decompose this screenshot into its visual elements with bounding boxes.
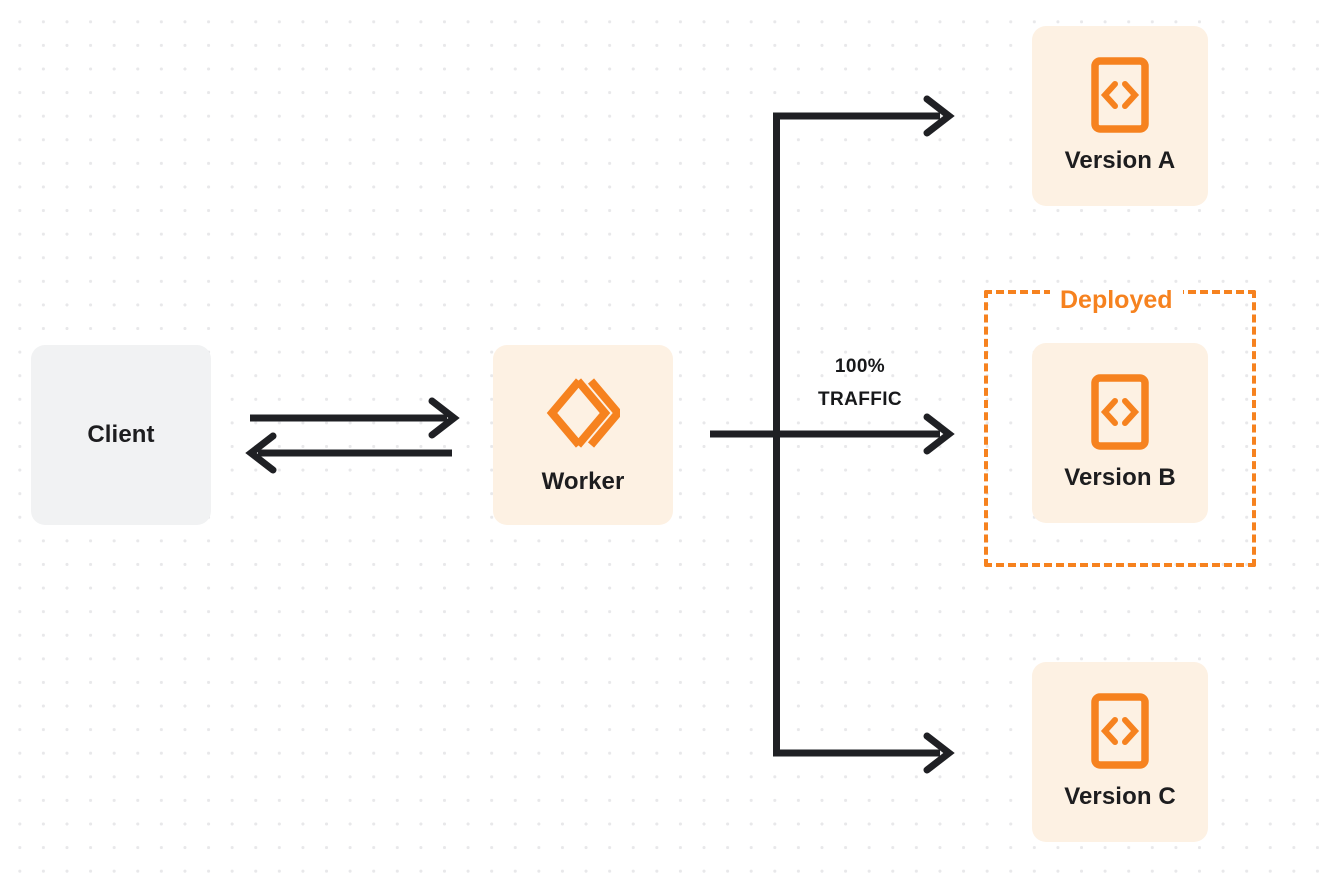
traffic-percent-text: 100% bbox=[834, 356, 886, 377]
cloudflare-workers-logo-icon bbox=[546, 374, 620, 452]
node-version-c[interactable]: Version C bbox=[1032, 662, 1208, 842]
node-client[interactable]: Client bbox=[31, 345, 211, 525]
code-file-icon bbox=[1091, 374, 1149, 450]
traffic-word-text: TRAFFIC bbox=[817, 389, 903, 410]
code-file-icon bbox=[1091, 57, 1149, 133]
node-worker-label: Worker bbox=[541, 468, 625, 495]
node-version-b[interactable]: Version B bbox=[1032, 343, 1208, 523]
connector-worker-to-client bbox=[245, 432, 452, 474]
deployed-badge: Deployed bbox=[1050, 286, 1183, 314]
traffic-label: 100% TRAFFIC bbox=[785, 350, 935, 416]
node-version-c-label: Version C bbox=[1064, 783, 1176, 810]
node-version-a[interactable]: Version A bbox=[1032, 26, 1208, 206]
code-file-icon bbox=[1091, 693, 1149, 769]
node-client-label: Client bbox=[87, 421, 155, 448]
node-worker[interactable]: Worker bbox=[493, 345, 673, 525]
node-version-a-label: Version A bbox=[1064, 147, 1176, 174]
node-version-b-label: Version B bbox=[1064, 464, 1176, 491]
connector-client-to-worker bbox=[250, 397, 460, 439]
connector-worker-to-versions-trunk bbox=[710, 95, 955, 774]
